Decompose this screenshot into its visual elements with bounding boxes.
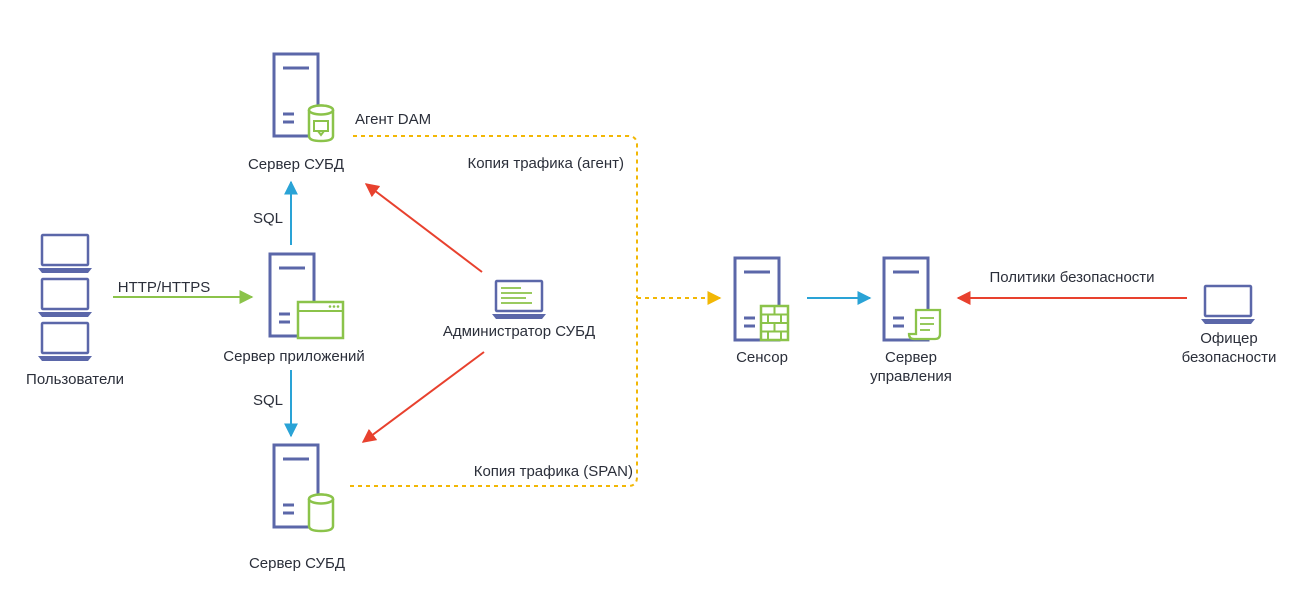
server-window-icon [268,252,345,340]
server-database-icon [272,443,335,533]
laptop-console-icon [490,279,548,321]
app-server-label: Сервер приложений [223,348,365,365]
sql-up-label: SQL [253,210,283,227]
policies-label: Политики безопасности [989,269,1154,286]
server-database-agent-icon [272,52,335,143]
laptop-icon [36,321,94,363]
copy-span-label: Копия трафика (SPAN) [474,463,633,480]
sensor-label: Сенсор [736,349,788,366]
users-group [36,233,94,363]
http-label: HTTP/HTTPS [118,279,211,296]
laptop-icon [1199,284,1257,326]
users-label: Пользователи [26,371,124,388]
traffic-copy-agent-path [353,135,638,298]
server-firewall-icon [733,256,790,342]
admin-to-bottom-db-arrow [361,351,485,443]
mgmt-server-label-line1: Сервер [885,349,937,366]
officer-label-line1: Офицер [1200,330,1258,347]
admin-to-top-db-arrow [364,183,483,273]
db-admin-label: Администратор СУБД [443,323,595,340]
db-server-bottom-label: Сервер СУБД [249,555,345,572]
laptop-icon [36,233,94,275]
db-server-top-label: Сервер СУБД [248,156,344,173]
mgmt-server-label-line2: управления [870,368,952,385]
copy-agent-label: Копия трафика (агент) [467,155,624,172]
laptop-icon [36,277,94,319]
agent-dam-label: Агент DAM [355,111,431,128]
sql-down-label: SQL [253,392,283,409]
officer-label-line2: безопасности [1182,349,1277,366]
server-scroll-icon [882,256,942,342]
